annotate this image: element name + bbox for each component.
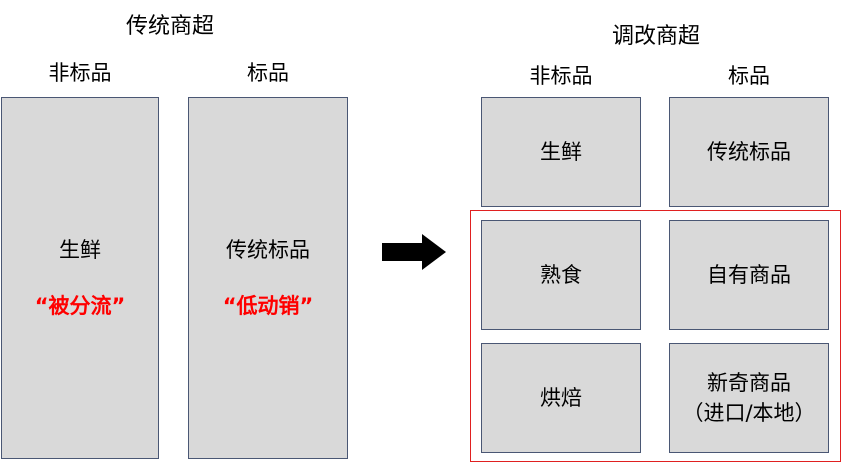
right-title: 调改商超 — [611, 24, 700, 49]
right-box-deli-label: 熟食 — [540, 263, 582, 287]
left-header-nonstandard: 非标品 — [48, 61, 112, 85]
left-title: 传统商超 — [125, 14, 214, 39]
right-box-bakery-label: 烘焙 — [540, 386, 582, 410]
right-header-nonstandard: 非标品 — [529, 64, 593, 88]
right-box-bakery: 烘焙 — [481, 343, 641, 453]
right-box-novelty-label: 新奇商品 — [707, 371, 791, 395]
right-box-private-label-label: 自有商品 — [707, 263, 791, 287]
right-arrow-icon — [382, 234, 446, 270]
left-header-standard: 标品 — [247, 61, 289, 85]
left-box-standard-label: 传统标品 — [226, 238, 310, 262]
right-box-standard-label: 传统标品 — [707, 140, 791, 164]
left-box-fresh-note: “被分流” — [34, 294, 126, 318]
right-box-standard: 传统标品 — [669, 97, 829, 207]
right-box-fresh: 生鲜 — [481, 97, 641, 207]
left-box-fresh: 生鲜 “被分流” — [1, 97, 159, 459]
left-box-standard-note: “低动销” — [222, 294, 314, 318]
right-box-novelty-sublabel: （进口/本地） — [682, 401, 816, 425]
right-box-deli: 熟食 — [481, 220, 641, 330]
right-header-standard: 标品 — [728, 64, 770, 88]
right-box-novelty: 新奇商品 （进口/本地） — [669, 343, 829, 453]
right-box-private-label: 自有商品 — [669, 220, 829, 330]
right-box-fresh-label: 生鲜 — [540, 140, 582, 164]
left-box-fresh-label: 生鲜 — [59, 238, 101, 262]
left-box-standard: 传统标品 “低动销” — [188, 97, 348, 459]
